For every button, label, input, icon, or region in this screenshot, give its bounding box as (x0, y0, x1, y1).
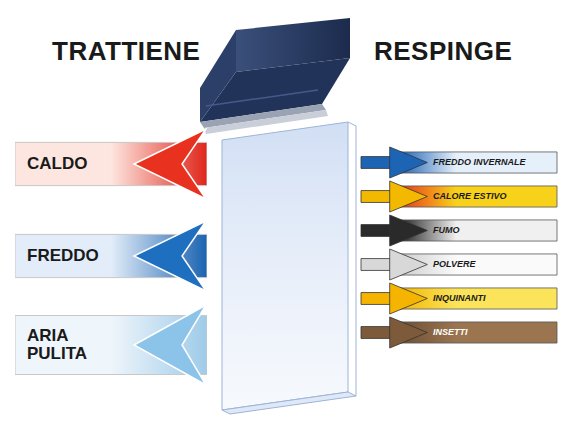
arrow-label: FREDDO INVERNALE (433, 158, 526, 167)
arrow-label: CALORE ESTIVO (433, 192, 507, 201)
arrow-label: CALDO (27, 155, 87, 173)
arrow-tail (361, 293, 392, 305)
housing-bottom (204, 110, 328, 134)
arrow-head (390, 283, 428, 314)
arrow-tail (361, 327, 392, 339)
retained-arrow: FREDDO (15, 220, 207, 292)
arrow-head (134, 129, 206, 199)
air-curtain-edge (356, 126, 357, 396)
arrow-head (134, 221, 206, 291)
arrow-head (134, 305, 206, 385)
rejected-arrow: INSETTI (360, 316, 558, 349)
retained-arrow: ARIA PULITA (15, 304, 207, 386)
rejected-arrow: CALORE ESTIVO (360, 180, 558, 213)
arrow-head (390, 147, 428, 178)
arrow-head (390, 181, 428, 212)
air-curtain-edge (348, 122, 356, 126)
rejected-arrow: FUMO (360, 214, 558, 247)
arrow-label: INQUINANTI (433, 294, 486, 303)
arrow-head (390, 317, 428, 348)
arrow-tail (361, 157, 392, 169)
rejected-arrow: INQUINANTI (360, 282, 558, 315)
arrow-tail (361, 259, 392, 271)
arrow-tail (361, 191, 392, 203)
arrow-label: ARIA PULITA (27, 327, 107, 363)
arrow-head (390, 249, 428, 280)
section-heading: TRATTIENE (52, 36, 200, 67)
arrow-head (390, 215, 428, 246)
housing-line (206, 90, 318, 106)
arrow-label: FREDDO (27, 247, 99, 265)
arrow-label: FUMO (433, 226, 460, 235)
arrow-label: INSETTI (433, 328, 468, 337)
arrow-label: POLVERE (433, 260, 476, 269)
retained-arrow: CALDO (15, 128, 207, 200)
rejected-arrow: POLVERE (360, 248, 558, 281)
air-curtain-flow-base (222, 392, 356, 414)
air-curtain-flow (222, 122, 348, 410)
housing-side (200, 30, 236, 122)
arrow-tail (361, 225, 392, 237)
rejected-arrow: FREDDO INVERNALE (360, 146, 558, 179)
section-heading: RESPINGE (374, 36, 512, 67)
